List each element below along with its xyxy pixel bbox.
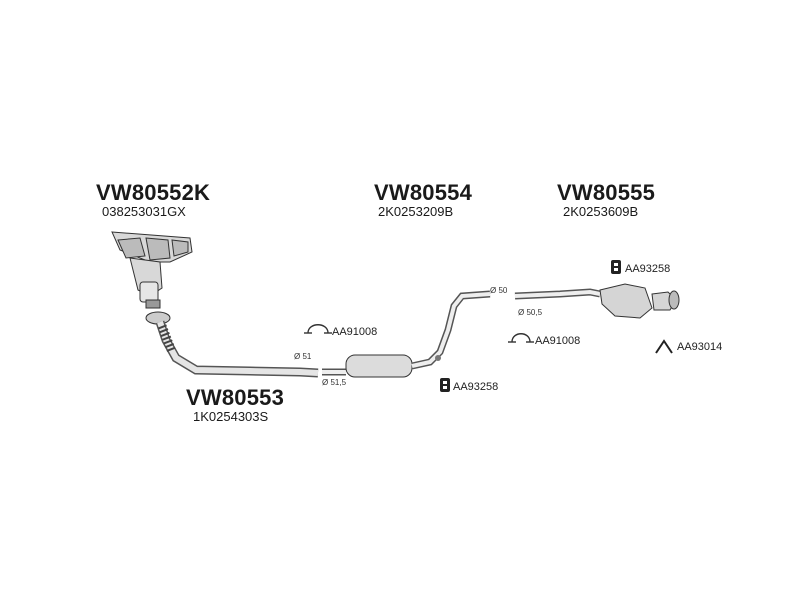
oem-number-front-pipe: 1K0254303S bbox=[193, 409, 269, 424]
clamp-icon bbox=[508, 333, 534, 343]
accessory-label-rubber-mount: AA93258 bbox=[453, 381, 499, 393]
part-code-middle-silencer: VW80554 bbox=[374, 180, 473, 205]
hanger-icon bbox=[655, 339, 673, 354]
oem-number-middle-silencer: 2K0253209B bbox=[378, 204, 454, 219]
manifold-gasket bbox=[145, 311, 171, 325]
rubber-mount-icon bbox=[611, 260, 621, 274]
pipe-diameter-label: Ø 50 bbox=[490, 286, 508, 295]
clamp-icon bbox=[304, 324, 332, 334]
accessory-label-hanger: AA93014 bbox=[677, 341, 723, 353]
accessory-label-clamp: AA91008 bbox=[535, 335, 581, 347]
oem-number-manifold: 038253031GX bbox=[102, 204, 186, 219]
accessory-label-clamp: AA91008 bbox=[332, 326, 378, 338]
pipe-diameter-label: Ø 51 bbox=[294, 352, 312, 361]
part-code-front-pipe: VW80553 bbox=[186, 385, 285, 410]
rear-silencer bbox=[514, 283, 680, 319]
part-code-manifold: VW80552K bbox=[96, 180, 211, 205]
middle-silencer bbox=[322, 290, 491, 378]
oem-number-rear-silencer: 2K0253609B bbox=[563, 204, 639, 219]
manifold-catalyst bbox=[111, 231, 193, 309]
pipe-diameter-label: Ø 50,5 bbox=[518, 308, 543, 317]
rubber-mount-icon bbox=[440, 378, 450, 392]
accessory-label-rubber-mount: AA93258 bbox=[625, 263, 671, 275]
part-code-rear-silencer: VW80555 bbox=[557, 180, 656, 205]
pipe-diameter-label: Ø 51,5 bbox=[322, 378, 347, 387]
front-pipe bbox=[155, 320, 319, 378]
